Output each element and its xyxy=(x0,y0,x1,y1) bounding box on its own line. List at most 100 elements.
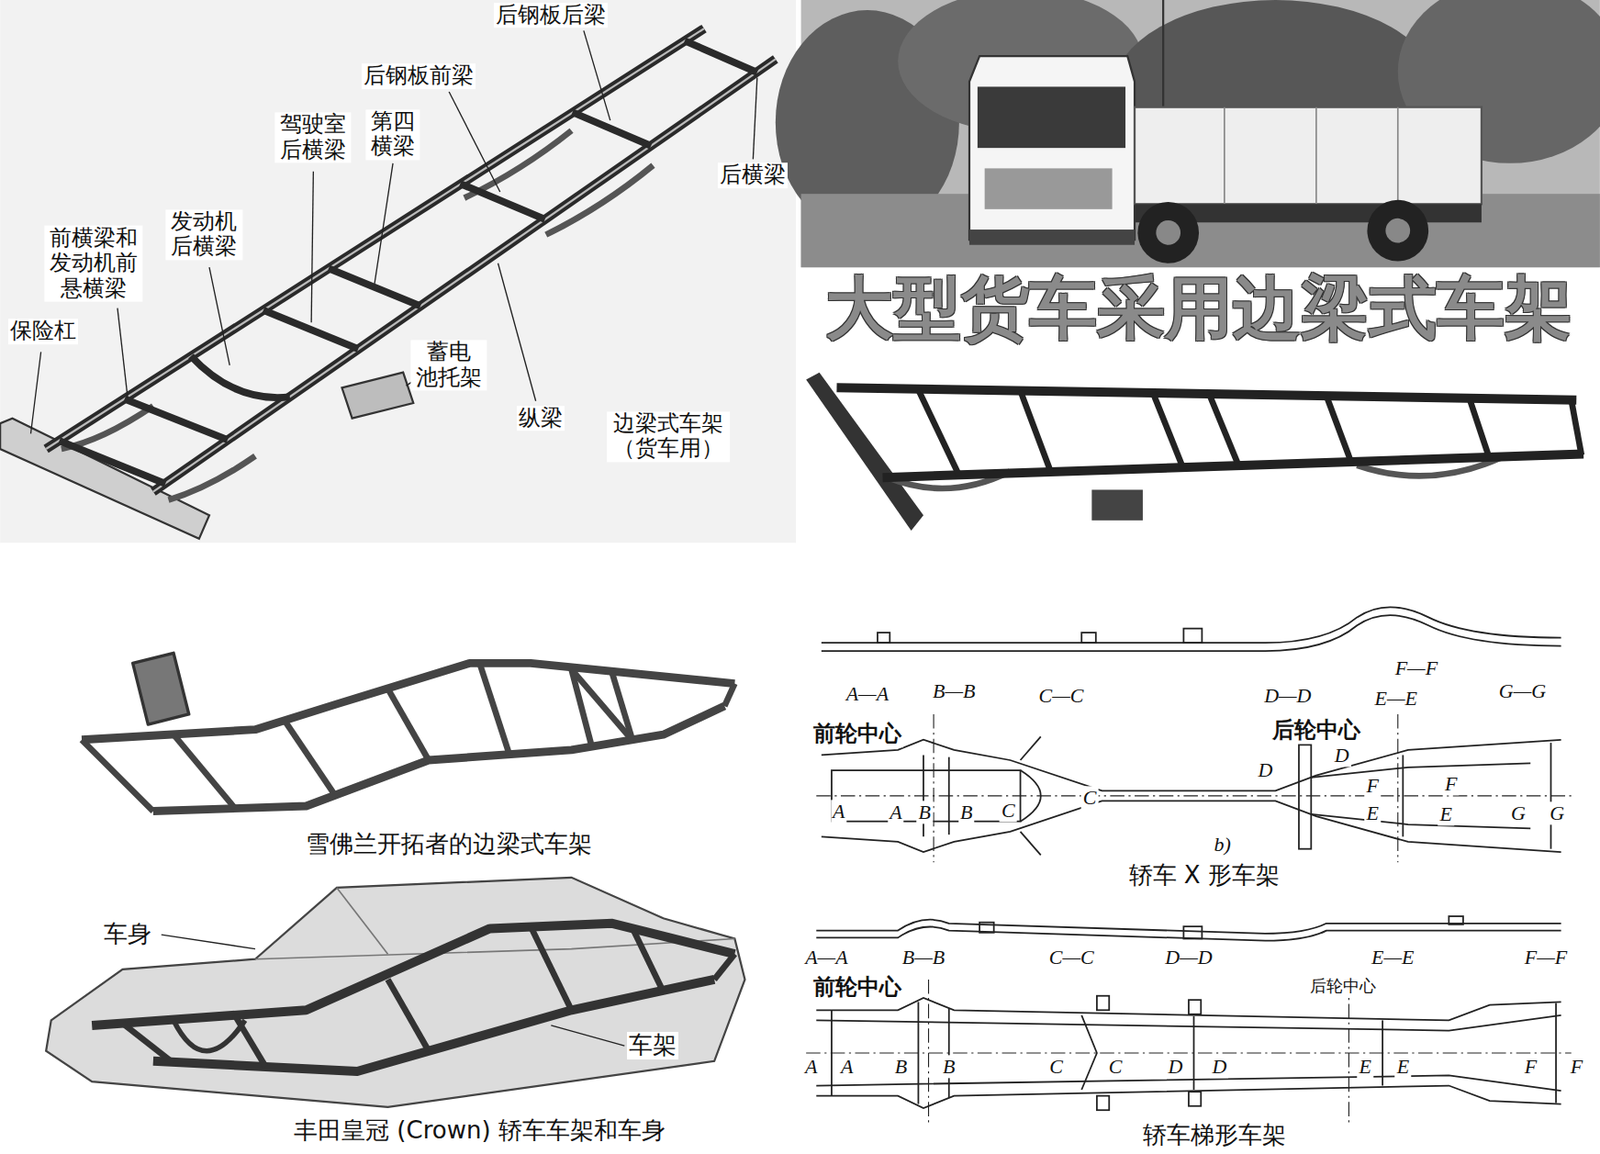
truck-frame-drawing xyxy=(1152,392,1184,470)
suv-frame-drawing xyxy=(153,705,725,811)
truck-frame-drawing xyxy=(1208,393,1240,469)
truck-frame-drawing xyxy=(917,390,1581,476)
section-letter: F xyxy=(1443,772,1459,795)
watermark-title: 大型货车采用边梁式车架 xyxy=(825,268,1573,347)
section-letter: B xyxy=(916,800,932,824)
ladder-frame-drawing xyxy=(1096,995,1109,1011)
truck-frame-drawing xyxy=(59,40,758,483)
suv-frame-drawing xyxy=(81,662,735,811)
part-label: 后钢板后梁 xyxy=(493,2,608,29)
section-label: E—E xyxy=(1372,687,1419,711)
section-letter: E xyxy=(1395,1054,1411,1078)
truck-photo xyxy=(1224,107,1399,205)
section-letter: E xyxy=(1437,802,1454,826)
section-letter: A xyxy=(830,799,847,823)
ladder-frame-drawing xyxy=(928,979,929,1123)
section-letter: G xyxy=(1509,801,1528,825)
part-label: 前横梁和 发动机前 悬横梁 xyxy=(44,224,144,302)
part-label: 蓄电 池托架 xyxy=(411,339,488,391)
truck-photo xyxy=(1134,107,1482,205)
section-letter: C xyxy=(1107,1054,1125,1078)
section-letter: D xyxy=(1332,743,1352,767)
section-letter: G xyxy=(1547,801,1567,825)
x-frame-drawing xyxy=(1401,754,1404,837)
section-letter: D xyxy=(1166,1054,1186,1078)
section-letter: A xyxy=(887,800,904,824)
figure-caption: 轿车 X 形车架 xyxy=(1127,861,1282,890)
truck-frame-drawing xyxy=(1020,391,1052,473)
truck-frame-drawing xyxy=(117,308,128,399)
leader-line xyxy=(161,934,256,950)
x-frame-drawing xyxy=(821,615,1562,651)
truck-frame-drawing xyxy=(328,268,421,306)
ladder-frame-drawing xyxy=(805,916,1572,1123)
section-label: C—C xyxy=(1037,683,1086,707)
truck-frame-drawing xyxy=(0,0,796,543)
section-letter: B xyxy=(940,1054,957,1078)
truck-photo xyxy=(1315,107,1318,205)
section-letter: C xyxy=(999,798,1018,822)
truck-frame-drawing xyxy=(209,267,230,366)
truck-photo xyxy=(969,229,1135,246)
ladder-frame-drawing xyxy=(1183,926,1202,939)
suv-frame-drawing xyxy=(173,734,235,808)
ladder-frame-drawing xyxy=(1081,1015,1097,1090)
truck-frame-drawing xyxy=(1326,395,1353,464)
truck-frame-drawing xyxy=(684,40,758,72)
section-label: A—A xyxy=(803,945,850,969)
suv-frame-drawing xyxy=(724,683,735,706)
x-frame-drawing xyxy=(816,794,1571,796)
truck-photo xyxy=(775,0,1600,268)
sedan-frame xyxy=(123,1023,175,1063)
section-letter: D xyxy=(1209,1054,1229,1078)
x-frame-drawing xyxy=(1183,628,1202,644)
x-frame-drawing xyxy=(821,800,1562,852)
sedan-frame xyxy=(714,953,735,980)
truck-photo xyxy=(1366,200,1429,262)
truck-frame-drawing xyxy=(45,28,705,449)
section-letter: E xyxy=(1357,1054,1374,1078)
x-frame-drawing xyxy=(1081,632,1097,643)
wheel-center-label: 前轮中心 xyxy=(811,974,904,1001)
part-label: 边梁式车架 （货车用） xyxy=(606,411,730,462)
section-letter: A xyxy=(839,1054,855,1078)
truck-frame-drawing xyxy=(1571,400,1582,456)
part-label: 保险杠 xyxy=(8,318,79,345)
sedan-frame xyxy=(123,926,736,1066)
truck-frame-drawing xyxy=(448,91,501,192)
ladder-frame-drawing xyxy=(1348,979,1350,1123)
x-frame-drawing xyxy=(821,606,1562,643)
sedan-frame xyxy=(91,923,735,1026)
section-letter: B xyxy=(893,1054,909,1078)
section-label: G—G xyxy=(1497,679,1548,703)
truck-photo xyxy=(1162,0,1164,108)
suv-frame-drawing xyxy=(571,669,634,741)
ladder-frame-drawing xyxy=(1096,1096,1109,1111)
section-letter: A xyxy=(803,1054,819,1078)
part-label: 纵梁 xyxy=(516,405,565,432)
part-label: 后钢板前梁 xyxy=(361,64,476,90)
truck-photo xyxy=(969,55,1135,240)
suv-frame-drawing xyxy=(133,652,190,725)
truck-frame-drawing xyxy=(498,263,537,402)
ladder-frame-drawing xyxy=(1448,916,1464,925)
ladder-frame-drawing xyxy=(1188,1091,1201,1107)
truck-frame-drawing xyxy=(168,456,256,501)
x-frame-drawing xyxy=(1020,831,1041,856)
truck-frame-drawing xyxy=(0,0,796,543)
sedan-frame xyxy=(530,926,571,1010)
truck-frame-drawing xyxy=(124,399,228,440)
truck-frame-drawing xyxy=(153,58,776,492)
x-frame-drawing xyxy=(816,606,1571,862)
section-letter: C xyxy=(1081,786,1099,810)
section-letter: F xyxy=(1522,1054,1539,1078)
truck-frame-drawing xyxy=(752,77,757,159)
section-letter: F xyxy=(1364,773,1380,797)
sedan-frame xyxy=(173,1019,246,1051)
truck-frame-drawing xyxy=(464,130,572,198)
truck-frame-drawing xyxy=(805,372,924,531)
truck-frame-drawing xyxy=(805,372,1584,531)
wheel-center-label: 前轮中心 xyxy=(811,722,904,749)
